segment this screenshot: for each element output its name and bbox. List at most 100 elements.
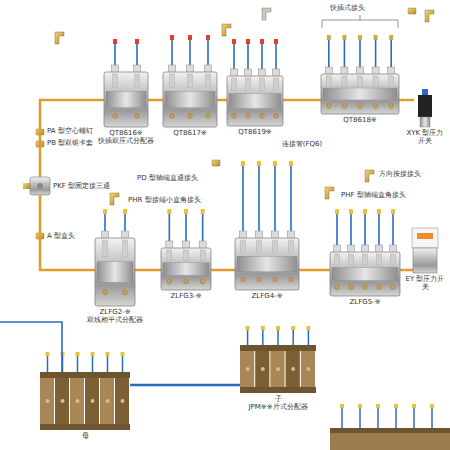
indicator-pin <box>335 285 340 290</box>
body-band <box>106 91 146 108</box>
tube <box>262 330 264 345</box>
plate-distributor: 母 <box>39 372 131 440</box>
nut-fitting <box>212 160 220 166</box>
pipe-connector <box>401 269 405 272</box>
caption-text: QT8616※ <box>109 129 142 137</box>
tube <box>390 40 392 68</box>
pipe-connector <box>284 99 320 102</box>
elbow-fitting <box>55 32 64 44</box>
pipe-connector <box>131 384 239 387</box>
tube-tip <box>340 404 344 408</box>
plate-slice <box>255 351 269 387</box>
distributor: QT8618※ <box>320 74 400 124</box>
tube <box>107 356 109 372</box>
switch-cap <box>422 89 428 95</box>
indicator-pin <box>391 285 396 290</box>
nut-fitting <box>408 8 416 14</box>
tube <box>277 330 279 345</box>
tube <box>77 356 79 372</box>
plate-screw <box>91 399 95 403</box>
tube-tip <box>184 209 188 214</box>
caption-line: ZLFG4-※ <box>234 292 300 300</box>
indicator-pin <box>113 114 118 119</box>
tube-tip <box>246 39 250 44</box>
piston-cap <box>232 78 237 91</box>
plate-screw <box>291 367 295 371</box>
caption-line: EY 型压力开关 <box>405 275 446 292</box>
indicator-pin <box>184 279 189 284</box>
tube-tip <box>306 326 310 330</box>
distributor-body <box>330 252 400 296</box>
tube <box>242 166 244 232</box>
indicator-pin <box>103 290 108 295</box>
tube-tip <box>135 39 139 44</box>
tube-tip <box>358 404 362 408</box>
indicator-pin <box>389 104 394 109</box>
plate-slice <box>55 378 69 424</box>
tube-tip <box>232 39 236 44</box>
plate-screw <box>61 399 65 403</box>
piston-cap <box>200 250 205 261</box>
piston-cap <box>389 76 394 86</box>
tee-nut <box>23 183 30 189</box>
tube <box>336 214 338 246</box>
pipe-stub <box>148 99 155 102</box>
tube-tip <box>76 352 80 356</box>
caption-text: XYK 型压力开关 <box>407 129 444 145</box>
plate-screw <box>106 399 110 403</box>
tube-tip <box>121 352 125 356</box>
plate-slice <box>286 351 300 387</box>
caption-line: JPM※※片式分配器 <box>239 403 317 411</box>
tube-tip <box>246 326 250 330</box>
body-band <box>332 267 398 280</box>
body-band <box>165 91 215 108</box>
piston-cap <box>113 74 118 88</box>
caption-text: 双线相平式分配器 <box>87 316 143 324</box>
tube <box>258 166 260 232</box>
tube-tip <box>289 161 293 166</box>
body-space <box>329 252 401 298</box>
caption-line: PKF 型固定接三通 <box>53 182 110 190</box>
caption-text: QT8617※ <box>173 129 206 137</box>
piston-cap <box>246 78 251 91</box>
caption-line: QT8616※ <box>97 129 155 137</box>
tube-tip <box>374 35 378 40</box>
switch-head <box>412 228 438 248</box>
plate-slice <box>100 378 114 424</box>
piston-cap <box>391 254 396 265</box>
indicator-pin <box>327 104 332 109</box>
tube-tip <box>376 404 380 408</box>
tube <box>350 214 352 246</box>
tube <box>275 44 277 70</box>
tube <box>185 214 187 242</box>
tube-tip <box>167 209 171 214</box>
indicator-pin <box>200 279 205 284</box>
piston-cap <box>373 76 378 86</box>
body-space <box>39 372 131 432</box>
tube <box>344 40 346 68</box>
caption-line: 快插双压式分配器 <box>97 137 155 145</box>
distributor-body <box>95 238 135 306</box>
plate-screw <box>246 367 250 371</box>
pipe-connector <box>400 99 406 102</box>
tube <box>392 214 394 246</box>
caption-text: 母 <box>82 432 89 440</box>
piston-cap <box>257 240 262 253</box>
piston-cap <box>349 254 354 265</box>
indicator-pin <box>170 114 175 119</box>
piston-cap <box>377 254 382 265</box>
part-label: 快插式接头 <box>330 4 365 12</box>
pipe-connector <box>218 99 226 102</box>
plate-bar <box>240 387 316 393</box>
tube-tip <box>241 161 245 166</box>
tube-tip <box>106 352 110 356</box>
tee-hole <box>37 183 43 189</box>
supply-line <box>0 322 62 372</box>
piston-cap <box>167 250 172 261</box>
body-band <box>237 256 297 272</box>
piston-cap <box>103 240 108 257</box>
tube <box>359 408 361 428</box>
tube-tip <box>273 161 277 166</box>
